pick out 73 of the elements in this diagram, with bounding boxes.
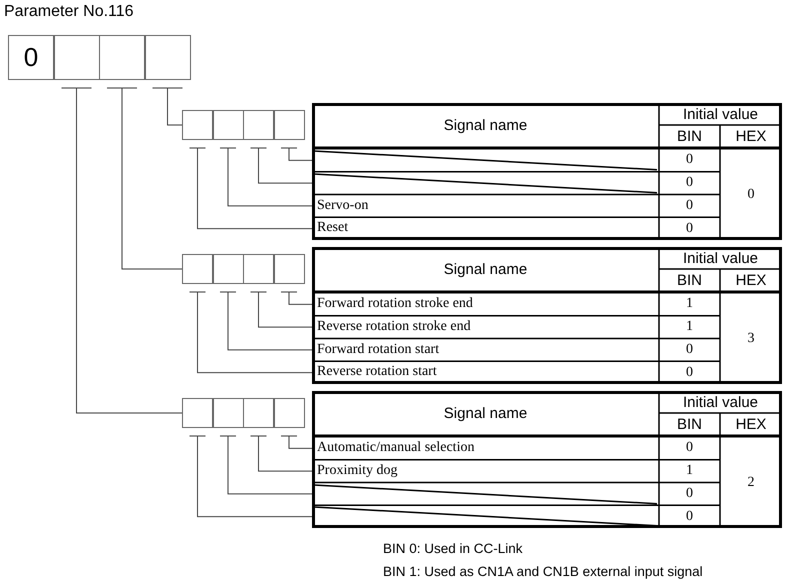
blank-signal-cell [312,149,659,172]
signal-name-cell: Reset [312,217,659,240]
bin-value: 0 [685,484,694,503]
hex-value: 2 [746,474,756,492]
signal-name-cell: Servo-on [312,194,659,218]
bin-value: 0 [685,174,694,192]
column-header: HEX [734,414,768,434]
blank-signal-cell [312,172,659,194]
digit-box [99,35,145,80]
digit-box: 0 [8,35,54,80]
bit-box [182,254,213,284]
bit-box [212,398,244,428]
bin-value: 0 [685,364,694,382]
leader-line [280,436,312,449]
bit-box [182,398,213,428]
digit-box [144,35,190,80]
bit-box [274,110,304,140]
leader-line [189,148,312,230]
leader-line [152,88,183,126]
leader-line [106,88,182,270]
bit-box [243,398,274,428]
hex-value: 3 [746,330,756,348]
leader-line [61,88,182,414]
bit-box [182,110,213,140]
leader-line [250,436,312,472]
note-text: BIN 1: Used as CN1A and CN1B external input signal [383,563,704,581]
column-header: Signal name [442,116,528,136]
leader-line [220,148,312,206]
parameter-title: Parameter No.116 [4,3,135,22]
leader-line [189,292,312,374]
bit-box [274,254,304,284]
column-header: HEX [734,126,768,146]
note-text: BIN 0: Used in CC-Link [383,540,524,558]
bin-value: 0 [685,508,694,526]
bin-value: 0 [685,439,694,458]
column-header: BIN [676,126,703,146]
hex-value: 0 [746,186,756,204]
bin-value: 0 [685,151,694,170]
leader-line [250,292,312,328]
column-header: BIN [676,270,703,290]
column-header: Initial value [682,249,760,269]
signal-name-cell: Reverse rotation start [312,361,659,384]
bin-value: 1 [685,462,694,480]
column-header: Initial value [682,393,760,413]
leader-line [220,292,312,350]
bin-value: 1 [685,318,694,336]
column-header: Signal name [442,404,528,424]
signal-name-cell: Automatic/manual selection [312,437,659,460]
column-header: Initial value [682,105,760,125]
leader-line [280,148,312,161]
bit-box [212,254,244,284]
column-header: BIN [676,414,703,434]
bit-box [274,398,304,428]
signal-name-cell: Reverse rotation stroke end [312,316,659,338]
bit-box [212,110,244,140]
leader-line [280,292,312,305]
bin-value: 0 [685,196,694,215]
column-header: HEX [734,270,768,290]
blank-signal-cell [312,505,659,528]
digit-box [54,35,100,80]
bin-value: 0 [685,340,694,359]
signal-name-cell: Proximity dog [312,460,659,482]
bin-value: 0 [685,220,694,238]
bit-box [243,110,274,140]
leader-line [250,148,312,184]
signal-name-cell: Forward rotation stroke end [312,293,659,316]
bit-box [243,254,274,284]
signal-name-cell: Forward rotation start [312,338,659,362]
blank-signal-cell [312,482,659,506]
bin-value: 1 [685,295,694,314]
leader-line [189,436,312,518]
column-header: Signal name [442,260,528,280]
leader-line [220,436,312,494]
